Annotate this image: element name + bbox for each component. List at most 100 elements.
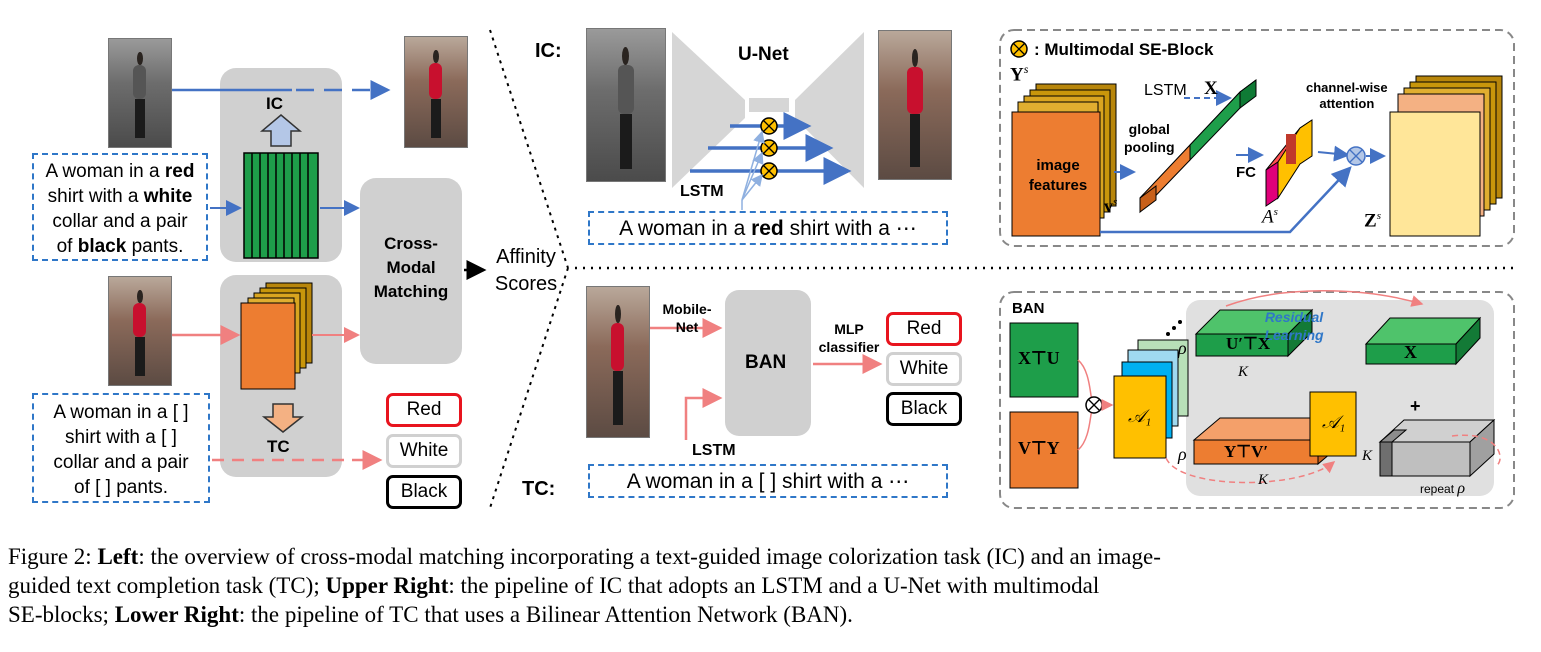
tc-sentence-box: A woman in a [ ] shirt with a ⋯ xyxy=(588,464,948,498)
ys-feature-stack xyxy=(1011,83,1117,237)
zs-feature-stack xyxy=(1389,75,1503,237)
color-person-photo-ic-left xyxy=(404,36,468,148)
unet-label: U-Net xyxy=(738,44,789,65)
divider-lower xyxy=(489,267,569,509)
global-pooling-label: global pooling xyxy=(1124,121,1175,155)
repeat-plate xyxy=(1378,418,1496,478)
full-text-line-3: collar and a pair xyxy=(52,211,188,232)
masked-text-line-3: collar and a pair xyxy=(53,452,189,473)
xu-label: X⊤U xyxy=(1018,348,1060,368)
ux-label: U′⊤X xyxy=(1226,334,1271,353)
as-label: As xyxy=(1262,206,1278,228)
se-lstm-label: LSTM xyxy=(1144,82,1187,99)
k-upper: K xyxy=(1238,364,1249,380)
left-option-white: White xyxy=(386,434,462,468)
left-option-black: Black xyxy=(386,475,462,509)
caption-line-3: SE-blocks; Lower Right: the pipeline of … xyxy=(8,602,853,627)
a1-stack-label: 𝒜₁ xyxy=(1128,406,1152,426)
figure-caption: Figure 2: Left: the overview of cross-mo… xyxy=(8,542,1530,629)
yv-label: Y⊤V′ xyxy=(1224,442,1269,461)
ic-lstm-label: LSTM xyxy=(680,183,724,200)
skip-to-mult-arrow xyxy=(1100,166,1352,234)
se-block-panel xyxy=(999,29,1515,247)
ban-dashed-arrow-right xyxy=(1451,434,1501,467)
masked-text-line-1: A woman in a [ ] xyxy=(53,402,189,423)
vy-label: V⊤Y xyxy=(1018,438,1060,458)
cmm-line-1: Cross- xyxy=(384,234,438,253)
color-person-photo-ic-right xyxy=(878,30,952,180)
affinity-line-1: Affinity xyxy=(496,246,556,268)
cmm-label: Cross- Modal Matching xyxy=(364,232,458,304)
repeat-label: repeat ρ xyxy=(1420,480,1466,497)
a1-stack xyxy=(1113,339,1189,459)
tc-section-label: TC: xyxy=(522,478,556,500)
pooled-vector xyxy=(1139,79,1257,214)
attention-vector xyxy=(1265,119,1313,207)
cmm-gray-panel xyxy=(360,178,462,364)
unet-shape xyxy=(672,32,864,188)
lstm-to-se-arrows xyxy=(741,130,765,210)
lstm-to-ban-arrow xyxy=(684,388,723,440)
masked-text-line-2: shirt with a [ ] xyxy=(65,427,177,448)
channel-attention-label: channel-wise attention xyxy=(1306,80,1388,111)
image-feature-stack xyxy=(240,282,313,390)
fc-label: FC xyxy=(1236,164,1256,181)
ux-plate xyxy=(1194,308,1314,358)
tc-down-arrow xyxy=(261,403,305,433)
ys-label: Ys xyxy=(1010,62,1029,86)
ic-section-label: IC: xyxy=(535,40,562,62)
vs-label: vs xyxy=(1104,196,1118,216)
mobilenet-label: Mobile- Net xyxy=(662,301,712,335)
gray-person-photo-ic-right xyxy=(586,28,666,182)
full-text-line-2: shirt with a white xyxy=(47,186,193,207)
cmm-line-2: Modal xyxy=(386,258,436,277)
x-plate xyxy=(1364,316,1482,366)
masked-text-box: A woman in a [ ] shirt with a [ ] collar… xyxy=(32,393,210,503)
residual-arrow xyxy=(1225,290,1424,307)
text-feature-bars xyxy=(251,153,309,258)
color-person-photo-tc-left xyxy=(108,276,172,386)
a1-ellipsis xyxy=(1166,320,1182,336)
gray-person-photo-ic-left xyxy=(108,38,172,148)
tc-option-red: Red xyxy=(886,312,962,346)
rho-lower: ρ xyxy=(1178,444,1187,464)
full-text-line-4: of black pants. xyxy=(56,236,184,257)
residual-learning-label: Residual Learning xyxy=(1264,309,1324,343)
ban-dashed-arrow-left xyxy=(1165,457,1336,484)
se-block-marker-crosses xyxy=(762,119,776,178)
a1-block-label: 𝒜₁ xyxy=(1322,412,1346,432)
tc-option-black: Black xyxy=(886,392,962,426)
left-option-red: Red xyxy=(386,393,462,427)
a1-block xyxy=(1309,391,1357,457)
rho-upper: ρ xyxy=(1178,338,1187,358)
tc-option-white: White xyxy=(886,352,962,386)
se-block-title: : Multimodal SE-Block xyxy=(1034,40,1214,59)
caption-line-2: guided text completion task (TC); Upper … xyxy=(8,573,1100,598)
k-lower: K xyxy=(1258,472,1269,488)
ban-title: BAN xyxy=(1012,300,1045,317)
masked-text-line-4: of [ ] pants. xyxy=(74,477,168,498)
image-features-label: image features xyxy=(1028,157,1088,194)
x-result-label: X xyxy=(1404,342,1417,362)
affinity-line-2: Scores xyxy=(494,273,558,295)
divider-upper xyxy=(489,29,569,269)
att-to-mult-arrow xyxy=(1317,145,1350,162)
k-repeat: K xyxy=(1362,448,1373,464)
text-feature-map xyxy=(243,152,319,259)
affinity-scores-label: Affinity Scores xyxy=(486,244,566,298)
mlp-classifier-label: MLP classifier xyxy=(818,321,880,355)
full-text-line-1: A woman in a red xyxy=(45,161,195,182)
tc-lstm-label: LSTM xyxy=(692,442,736,459)
ban-label: BAN xyxy=(745,352,787,373)
color-person-photo-tc-right xyxy=(586,286,650,438)
zs-label: Zs xyxy=(1364,210,1381,232)
ic-up-arrow xyxy=(259,114,303,147)
cmm-line-3: Matching xyxy=(373,282,449,301)
caption-line-1: Figure 2: Left: the overview of cross-mo… xyxy=(8,544,1161,569)
se-x-label: X xyxy=(1204,78,1218,99)
full-text-box: A woman in a red shirt with a white coll… xyxy=(32,153,208,261)
tc-label: TC xyxy=(267,437,290,456)
ic-sentence-suffix: shirt with a ⋯ xyxy=(783,217,917,240)
xu-block xyxy=(1009,322,1079,398)
ic-sentence-box: A woman in a red shirt with a ⋯ xyxy=(588,211,948,245)
